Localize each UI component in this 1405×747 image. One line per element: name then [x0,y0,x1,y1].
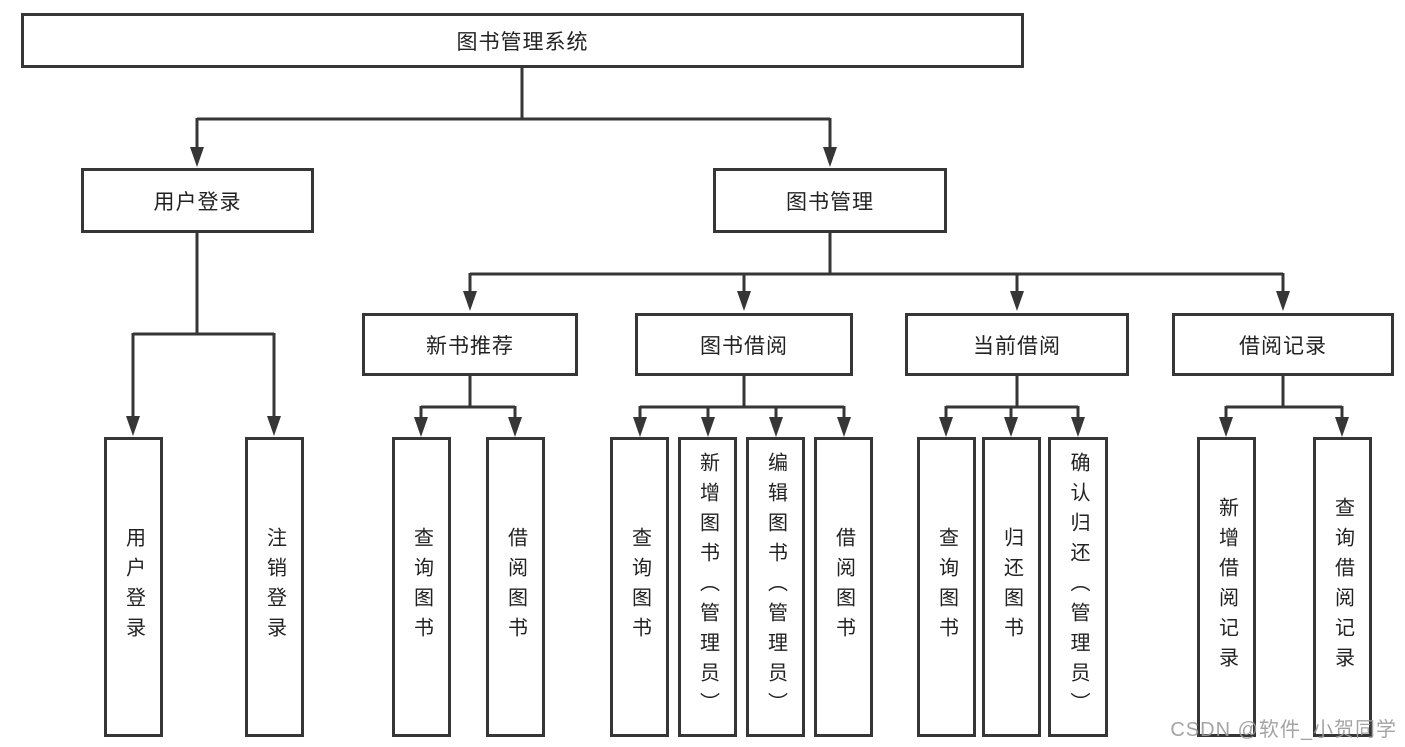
leaf-borrow-books: 借阅图书 [814,437,873,737]
node-label: 当前借阅 [973,334,1061,358]
node-user-login: 用户登录 [81,168,314,233]
leaf-add-borrow-record: 新增借阅记录 [1197,437,1256,737]
leaf-query-books-borrow: 查询图书 [610,437,669,737]
leaf-query-books-current: 查询图书 [917,437,976,737]
node-label: 新书推荐 [426,334,514,358]
leaf-user-login: 用户登录 [104,437,163,737]
leaf-label: 注销登录 [263,527,286,647]
node-current-borrow: 当前借阅 [905,313,1129,376]
leaf-add-books-admin: 新增图书（管理员） [678,437,737,737]
leaf-edit-books-admin: 编辑图书（管理员） [746,437,805,737]
leaf-label: 查询图书 [410,527,433,647]
node-label: 图书借阅 [700,334,788,358]
leaf-label: 查询借阅记录 [1331,497,1354,677]
node-library-management-system: 图书管理系统 [21,13,1024,68]
node-label: 图书管理 [786,190,874,214]
leaf-label: 用户登录 [122,527,145,647]
leaf-label: 借阅图书 [504,527,527,647]
leaf-label: 确认归还（管理员） [1067,452,1089,722]
node-book-management: 图书管理 [713,168,947,233]
node-label: 用户登录 [153,190,242,214]
leaf-confirm-return-admin: 确认归还（管理员） [1048,437,1108,737]
node-borrow-records: 借阅记录 [1172,313,1394,376]
node-book-borrow: 图书借阅 [635,313,853,376]
node-label: 图书管理系统 [456,30,589,54]
leaf-label: 新增图书（管理员） [696,452,719,722]
leaf-label: 借阅图书 [832,527,855,647]
node-label: 借阅记录 [1239,334,1327,358]
leaf-query-books-recommend: 查询图书 [392,437,451,737]
leaf-label: 查询图书 [628,527,651,647]
csdn-watermark: CSDN @软件_小贺同学 [1170,719,1397,741]
leaf-label: 归还图书 [1000,527,1023,647]
leaf-query-borrow-record: 查询借阅记录 [1313,437,1372,737]
leaf-borrow-books-recommend: 借阅图书 [486,437,545,737]
node-new-book-recommend: 新书推荐 [362,313,578,376]
leaf-label: 编辑图书（管理员） [764,452,787,722]
leaf-label: 查询图书 [935,527,958,647]
leaf-label: 新增借阅记录 [1215,497,1238,677]
leaf-return-books: 归还图书 [982,437,1041,737]
leaf-logout-login: 注销登录 [245,437,304,737]
